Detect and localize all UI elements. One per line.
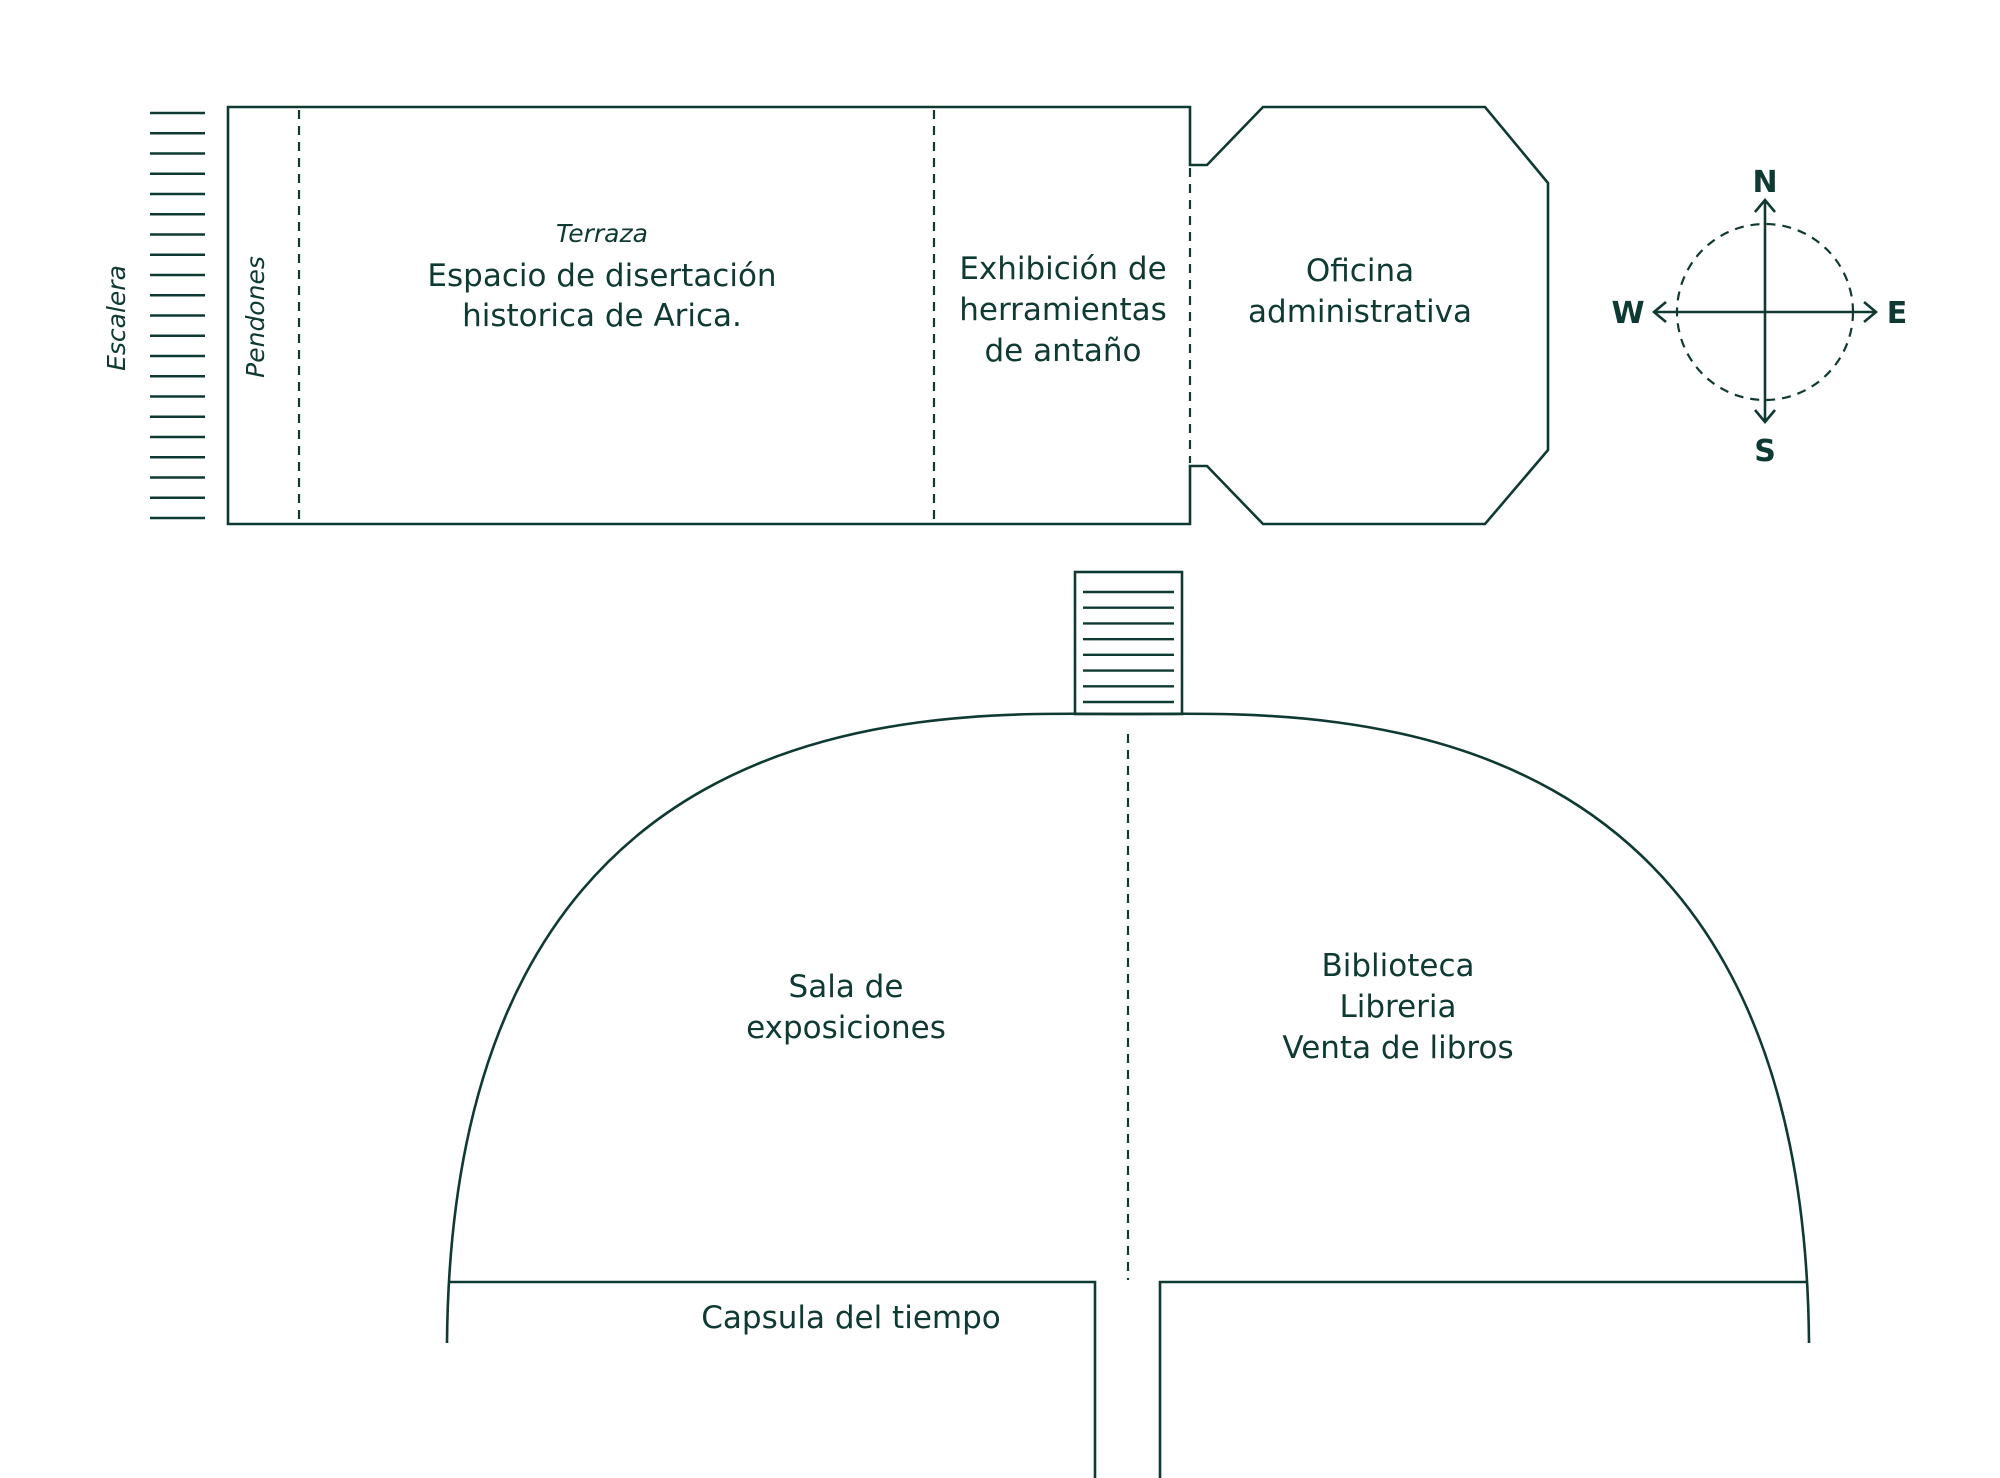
exhibition-hall-line-2: exposiciones <box>746 1010 946 1046</box>
compass-south-label: S <box>1754 434 1776 469</box>
compass-east-label: E <box>1887 296 1908 331</box>
compass-rose: N S E W <box>1611 165 1907 469</box>
stairs-label: Escalera <box>102 265 131 371</box>
office-line-1: Oficina <box>1306 253 1414 289</box>
connecting-stairs-outline <box>1073 570 1184 716</box>
dome-hall-outline <box>445 712 1811 1344</box>
south-arrow-icon <box>1754 409 1776 425</box>
west-stairs <box>150 111 205 520</box>
library-line-3: Venta de libros <box>1282 1030 1513 1066</box>
terrace-title-line-2: historica de Arica. <box>462 298 742 334</box>
terrace-title-line-1: Espacio de disertación <box>427 258 776 294</box>
west-arrow-icon <box>1651 301 1667 323</box>
north-arrow-icon <box>1754 197 1776 213</box>
time-capsule-label: Capsula del tiempo <box>701 1300 1000 1336</box>
compass-north-label: N <box>1752 165 1777 200</box>
exhibition-hall-line-1: Sala de <box>789 969 904 1005</box>
tools-exhibit-line-3: de antaño <box>984 333 1141 369</box>
time-capsule-wall <box>450 1280 1097 1478</box>
terrace-subtitle: Terraza <box>556 219 648 248</box>
east-arrow-icon <box>1863 301 1879 323</box>
library-line-2: Libreria <box>1339 989 1456 1025</box>
tools-exhibit-line-1: Exhibición de <box>959 251 1166 287</box>
tools-exhibit-line-2: herramientas <box>959 292 1167 328</box>
banners-label: Pendones <box>241 256 270 378</box>
east-wing-wall <box>1158 1280 1806 1478</box>
terrace-building-outline <box>226 105 1550 526</box>
compass-west-label: W <box>1611 296 1644 331</box>
office-line-2: administrativa <box>1248 294 1472 330</box>
connecting-stairs <box>1083 590 1174 704</box>
library-line-1: Biblioteca <box>1321 948 1474 984</box>
